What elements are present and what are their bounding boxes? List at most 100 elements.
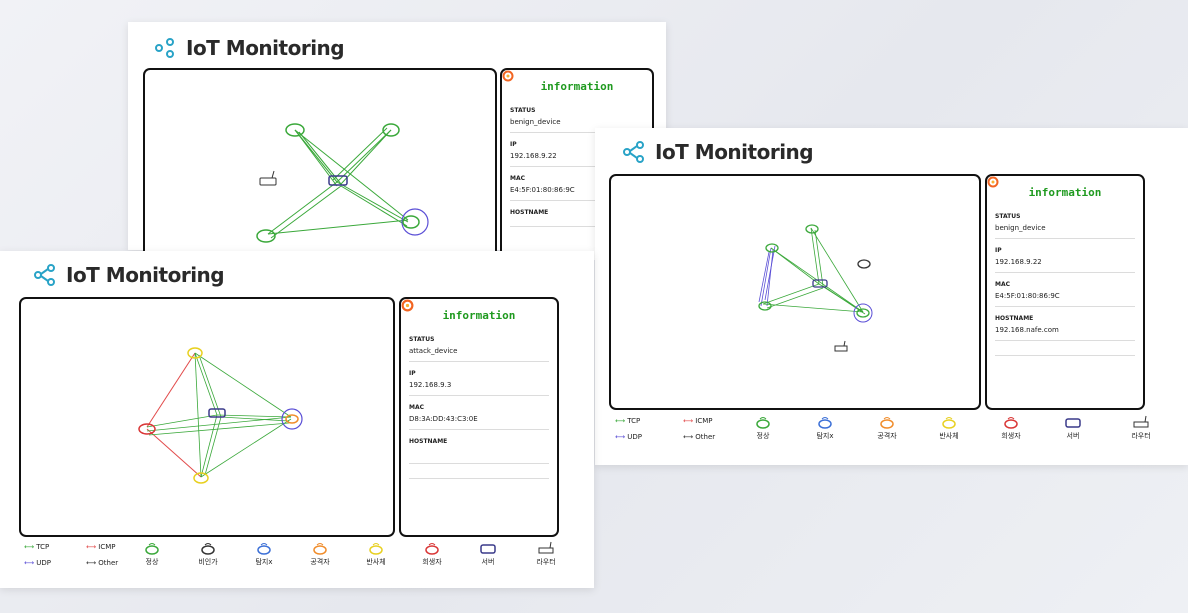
network-graph-panel[interactable] [609,174,981,410]
info-title: information [540,80,614,93]
info-panel: information STATUS benign_device IP 192.… [985,174,1145,410]
app-title: IoT Monitoring [655,140,814,164]
victim-device-icon [1004,417,1018,429]
legend-item-router: 라우터 [1121,415,1161,441]
victim-device-icon [425,543,439,555]
unauthorized-device-icon [201,543,215,555]
share-icon [34,264,55,286]
grafana-row [401,299,549,479]
status-row: STATUS benign_device [995,213,1135,239]
mac-value: E4:5F:01:80:86:9C [995,292,1060,300]
window-right: IoT Monitoring [595,128,1188,465]
network-graph[interactable] [145,70,495,260]
mac-row: MAC E4:5F:01:80:86:9C [510,175,644,201]
ip-label: IP [995,247,1002,254]
info-title: information [442,309,516,322]
attacker-device-icon [880,417,894,429]
share-icon [155,38,174,58]
grafana-icon [502,70,514,82]
status-label: STATUS [995,213,1021,220]
app-title: IoT Monitoring [186,36,345,60]
legend-item-undetected: 탐지x [805,415,845,441]
legend-item-reflector: 반사체 [929,415,969,441]
status-value: benign_device [510,118,561,126]
legend-other: ⟷ Other [86,559,119,567]
mac-value: E4:5F:01:80:86:9C [510,186,575,194]
mac-label: MAC [995,281,1011,288]
ip-value: 192.168.9.22 [995,258,1042,266]
hostname-label: HOSTNAME [995,315,1034,322]
normal-device-icon [756,417,770,429]
status-row: STATUS attack_device [409,336,549,362]
attacker-device-icon [313,543,327,555]
mac-row: MAC D8:3A:DD:43:C3:0E [409,404,549,430]
info-title: information [1028,186,1102,199]
reflector-device-icon [942,417,956,429]
legend-item-server: 서버 [468,541,508,567]
ip-label: IP [409,370,416,377]
network-graph-panel[interactable] [19,297,395,537]
legend-tcp: ⟷ TCP [615,417,641,425]
ip-row: IP 192.168.9.3 [409,370,549,396]
normal-device-icon [145,543,159,555]
mac-value: D8:3A:DD:43:C3:0E [409,415,478,423]
router-icon[interactable] [259,170,277,186]
grafana-icon[interactable] [987,176,999,188]
brand-right: IoT Monitoring [623,140,814,164]
network-graph-panel[interactable] [143,68,497,260]
status-label: STATUS [510,107,536,114]
grafana-icon[interactable] [401,299,414,312]
hostname-row: HOSTNAME 192.168.nafe.com [995,315,1135,341]
ip-row: IP 192.168.9.22 [510,141,644,167]
legend-item-attacker: 공격자 [300,541,340,567]
share-icon [623,141,644,163]
ip-label: IP [510,141,517,148]
legend-udp: ⟷ UDP [24,559,52,567]
mac-row: MAC E4:5F:01:80:86:9C [995,281,1135,307]
legend-item-victim: 희생자 [991,415,1031,441]
mac-label: MAC [409,404,425,411]
router-icon [1133,415,1149,428]
info-panel: information STATUS attack_device IP 192.… [399,297,559,537]
legend-item-victim: 희생자 [412,541,452,567]
legend-item-undetected: 탐지x [244,541,284,567]
ip-value: 192.168.9.22 [510,152,557,160]
legend-other: ⟷ Other [683,433,716,441]
window-top: IoT Monitoring information [128,22,666,260]
legend-item-normal: 정상 [743,415,783,441]
undetected-device-icon [257,543,271,555]
status-row: STATUS benign_device [510,107,644,133]
undetected-device-icon [818,417,832,429]
legend-icmp: ⟷ ICMP [683,417,713,425]
legend-udp: ⟷ UDP [615,433,643,441]
window-left: IoT Monitoring [0,251,594,588]
legend-item-attacker: 공격자 [867,415,907,441]
legend: ⟷ TCP ⟷ UDP ⟷ ICMP ⟷ Other 정상 탐지x 공격자 반사… [615,415,1175,445]
reflector-device-icon [369,543,383,555]
legend: ⟷ TCP ⟷ UDP ⟷ ICMP ⟷ Other 정상 비인가 탐지x 공격… [24,541,584,575]
info-panel: information STATUS benign_device IP 192.… [500,68,654,260]
router-icon[interactable] [834,340,848,352]
brand-top: IoT Monitoring [154,36,345,60]
brand-left: IoT Monitoring [34,263,225,287]
mac-label: MAC [510,175,526,182]
legend-tcp: ⟷ TCP [24,543,50,551]
legend-item-router: 라우터 [526,541,566,567]
legend-item-server: 서버 [1053,415,1093,441]
legend-item-unauthorized: 비인가 [188,541,228,567]
network-graph[interactable] [21,299,393,535]
server-icon [1065,418,1081,428]
hostname-value: 192.168.nafe.com [995,326,1059,334]
status-label: STATUS [409,336,435,343]
grafana-row [987,176,1135,356]
network-graph[interactable] [611,176,979,408]
legend-item-reflector: 반사체 [356,541,396,567]
hostname-row: HOSTNAME [409,438,549,464]
app-title: IoT Monitoring [66,263,225,287]
status-value: attack_device [409,347,458,355]
legend-icmp: ⟷ ICMP [86,543,116,551]
hostname-label: HOSTNAME [510,209,549,216]
legend-item-normal: 정상 [132,541,172,567]
ip-value: 192.168.9.3 [409,381,452,389]
ip-row: IP 192.168.9.22 [995,247,1135,273]
